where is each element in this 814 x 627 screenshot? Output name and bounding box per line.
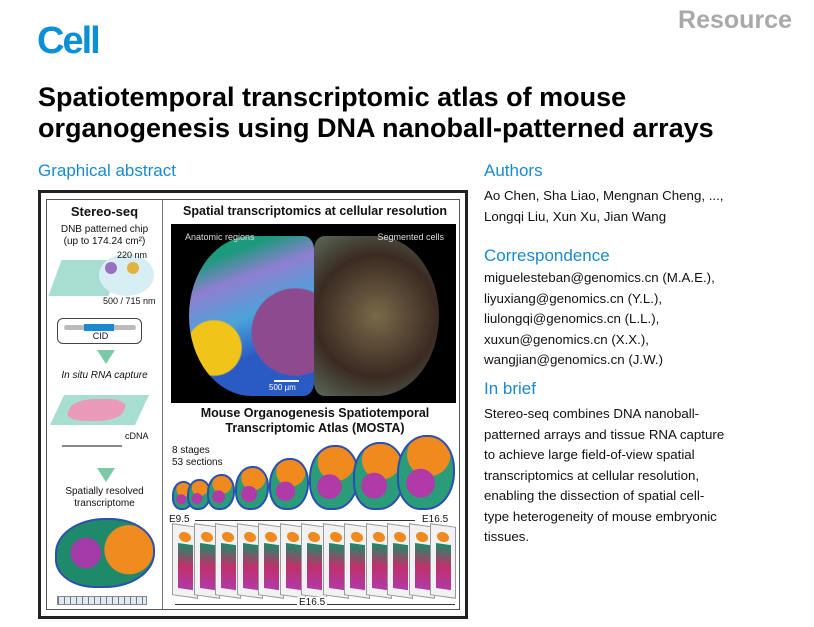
graphical-abstract-heading: Graphical abstract (38, 161, 176, 180)
cid-box: CID (57, 318, 142, 344)
stages-label: 8 stages (172, 445, 210, 456)
in-brief-heading: In brief (484, 379, 536, 398)
dnb-purple (105, 262, 117, 274)
brain-section-image: Anatomic regions Segmented cells 500 µm (171, 224, 456, 403)
anatomic-label: Anatomic regions (185, 232, 255, 242)
dnb-bubble (99, 254, 154, 296)
sections-label: 53 sections (172, 457, 223, 468)
spatial-title: Spatial transcriptomics at cellular reso… (183, 204, 447, 218)
nm500-label: 500 / 715 nm (103, 296, 156, 306)
mosta-title-2: Transcriptomic Atlas (MOSTA) (225, 421, 405, 435)
e165-label: E16.5 (422, 514, 449, 525)
embryo-section-image (55, 518, 155, 588)
correspondence-heading: Correspondence (484, 246, 610, 265)
scale-label: 500 µm (269, 383, 296, 392)
embryo-image (269, 458, 309, 510)
ruler (57, 596, 147, 605)
capture-label: In situ RNA capture (61, 370, 148, 381)
graphical-abstract: Stereo-seq DNB patterned chip (up to 174… (38, 190, 468, 619)
embryo-image (235, 465, 269, 510)
article-type: Resource (678, 6, 792, 34)
in-brief-text: Stereo-seq combines DNA nanoball-pattern… (484, 406, 725, 544)
cell-logo: Cell (37, 20, 101, 62)
email-link[interactable]: miguelesteban@genomics.cn (M.A.E.), (484, 270, 715, 285)
e165b-label: E16.5 (297, 597, 328, 608)
capture-strand (62, 445, 122, 447)
embryo-image (397, 434, 455, 510)
correspondence-emails: miguelesteban@genomics.cn (M.A.E.), liyu… (484, 268, 794, 371)
email-link[interactable]: xuxun@genomics.cn (X.X.), (484, 331, 649, 347)
nm220-label: 220 nm (117, 250, 148, 260)
arrow-down-icon (97, 350, 115, 364)
arrow-down-icon (97, 468, 115, 482)
cdna-label: cDNA (125, 431, 149, 441)
embryo-image (309, 445, 359, 510)
embryo-image (353, 442, 405, 510)
dnb-yellow (127, 262, 139, 274)
stereo-seq-label: Stereo-seq (70, 204, 139, 219)
resolved-label-2: transcriptome (74, 498, 135, 509)
scale-bar (274, 380, 299, 382)
timeline-arrow (195, 520, 415, 521)
e95-label: E9.5 (169, 514, 190, 525)
chip-label: DNB patterned chip (60, 224, 149, 235)
authors-heading: Authors (484, 161, 543, 180)
resolved-label-1: Spatially resolved (65, 486, 144, 497)
email-link[interactable]: liyuxiang@genomics.cn (Y.L.), (484, 290, 663, 306)
email-link[interactable]: wangjian@genomics.cn (J.W.) (484, 352, 664, 367)
authors-list: Ao Chen, Sha Liao, Mengnan Cheng, ...,Lo… (484, 188, 724, 224)
cid-label: CID (92, 331, 109, 341)
mosta-title-1: Mouse Organogenesis Spatiotemporal (200, 406, 430, 420)
tissue-on-chip (50, 395, 149, 425)
chip-size-label: (up to 174.24 cm²) (63, 236, 146, 247)
email-link[interactable]: liulongqi@genomics.cn (L.L.), (484, 311, 660, 326)
section-slice-image (430, 523, 456, 599)
segmented-label: Segmented cells (377, 232, 444, 242)
embryo-image (207, 473, 235, 510)
article-title: Spatiotemporal transcriptomic atlas of m… (38, 82, 714, 143)
